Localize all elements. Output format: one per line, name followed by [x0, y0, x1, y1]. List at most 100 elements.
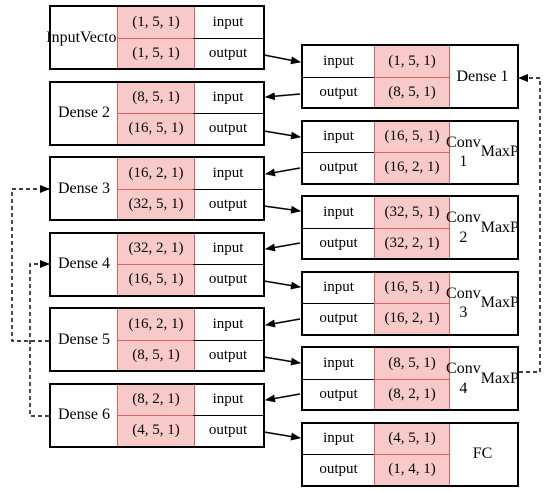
output-shape: (16, 2, 1) [375, 152, 449, 183]
output-label: output [303, 454, 374, 485]
input-label: input [212, 391, 244, 408]
arrow-dense6-to-fc [263, 431, 301, 441]
output-label: output [193, 188, 263, 220]
shape-column: (1, 5, 1) (1, 5, 1) [117, 7, 195, 68]
layer-name: Dense 2 [51, 83, 117, 144]
input-shape: (16, 2, 1) [128, 315, 184, 332]
io-label-column: input output [303, 122, 374, 183]
output-shape: (1, 4, 1) [375, 454, 449, 485]
arrow-conv1-to-dense3 [265, 167, 301, 177]
input-shape: (16, 5, 1) [384, 128, 440, 145]
output-label: output [303, 76, 374, 108]
layer-name-line: FC [472, 445, 493, 463]
output-shape: (32, 5, 1) [118, 188, 194, 220]
output-shape: (16, 2, 1) [375, 303, 449, 334]
arrow-input-to-dense1 [263, 54, 301, 65]
input-label: input [212, 315, 244, 332]
shape-column: (16, 5, 1) (16, 2, 1) [374, 121, 450, 183]
input-shape: (8, 2, 1) [132, 391, 180, 408]
output-label: output [303, 378, 374, 410]
output-label: output [193, 113, 263, 144]
layer-name: FC [448, 424, 517, 485]
output-shape: (8, 2, 1) [375, 378, 449, 410]
output-label: output [193, 264, 263, 295]
layer-name: Dense 5 [51, 309, 117, 370]
input-label: input [212, 240, 244, 257]
input-shape: (8, 5, 1) [388, 354, 436, 371]
input-label: input [323, 279, 354, 296]
output-shape: (8, 5, 1) [118, 339, 194, 371]
layer-name-line: MaxP [480, 143, 519, 161]
output-label: output [193, 339, 263, 371]
input-shape: (1, 5, 1) [132, 13, 180, 30]
layer-name: Dense 6 [51, 385, 117, 446]
output-shape: (4, 5, 1) [118, 415, 194, 446]
input-label: input [212, 164, 244, 181]
skip-conv4-to-dense1 [518, 74, 541, 373]
arrow-dense5-to-conv4 [263, 356, 301, 366]
shape-column: (32, 5, 1)(32, 2, 1) [374, 197, 450, 258]
io-label-column: input output [303, 424, 374, 485]
layer-name-line: Dense 1 [456, 67, 509, 85]
arrow-dense3-to-conv2 [263, 205, 301, 214]
output-shape: (1, 5, 1) [118, 37, 194, 69]
shape-column: (32, 2, 1)(16, 5, 1) [117, 233, 195, 295]
layer-name-line: Dense 3 [58, 179, 110, 197]
layer-block-fc: input output(4, 5, 1)(1, 4, 1) FC [301, 421, 519, 487]
layer-name-line: Dense 6 [58, 406, 110, 424]
skip-dense6-to-dense4 [29, 260, 50, 417]
layer-name-line: Conv 2 [446, 209, 481, 246]
layer-name-line: Input [46, 28, 81, 46]
shape-column: (4, 5, 1)(1, 4, 1) [374, 423, 450, 485]
arrow-conv2-to-dense4 [265, 242, 301, 252]
shape-column: (1, 5, 1) (8, 5, 1) [374, 46, 450, 107]
output-shape: (8, 5, 1) [375, 76, 449, 108]
input-label: input [323, 52, 354, 69]
layer-name-line: Vector [80, 28, 122, 46]
input-shape: (8, 5, 1) [132, 89, 180, 106]
input-label: input [323, 354, 354, 371]
skip-dense5-to-dense3 [11, 185, 50, 342]
arrow-dense2-to-conv1 [263, 130, 301, 140]
input-label: input [323, 128, 354, 145]
input-label: input [323, 430, 354, 447]
io-label-column: input output [303, 348, 374, 409]
layer-name-line: MaxP [480, 294, 519, 312]
io-label-column: input output [193, 309, 263, 370]
io-label-column: input output [193, 7, 263, 68]
layer-name: Dense 3 [51, 158, 117, 219]
output-label: output [193, 37, 263, 69]
io-label-column: input output [193, 158, 263, 219]
layer-name-line: MaxP [480, 369, 519, 387]
input-shape: (16, 5, 1) [384, 279, 440, 296]
layer-name: Dense 1 [448, 46, 517, 107]
arrow-dense4-to-conv3 [263, 280, 301, 290]
output-shape: (32, 2, 1) [375, 227, 449, 259]
output-shape: (16, 5, 1) [118, 113, 194, 144]
shape-column: (8, 2, 1) (4, 5, 1) [117, 384, 195, 446]
layer-name-line: Dense 5 [58, 330, 110, 348]
shape-column: (16, 2, 1) (8, 5, 1) [117, 309, 195, 370]
output-label: output [303, 152, 374, 183]
io-label-column: input output [303, 46, 374, 107]
input-label: input [323, 203, 354, 220]
input-label: input [212, 13, 244, 30]
layer-name-line: Conv 1 [446, 133, 481, 170]
input-shape: (1, 5, 1) [388, 52, 436, 69]
arrow-conv4-to-dense6 [265, 393, 301, 403]
